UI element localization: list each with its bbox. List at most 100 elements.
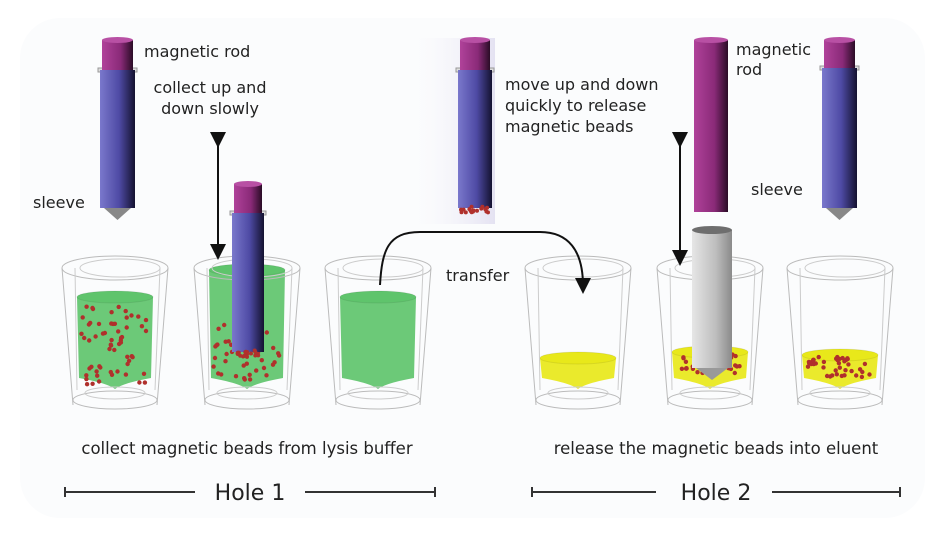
magnetic-rod <box>694 40 728 212</box>
magnetic-bead <box>95 373 100 378</box>
tube-base-outer <box>667 390 753 410</box>
magnetic-bead <box>112 347 117 353</box>
magnetic-bead <box>839 373 844 379</box>
magnetic-bead <box>212 355 218 361</box>
label-magnetic-rod: magnetic rod <box>144 42 250 61</box>
empty-sleeve <box>692 230 732 368</box>
magnetic-bead <box>118 340 124 345</box>
sleeve <box>822 68 857 208</box>
magnetic-bead <box>256 353 261 358</box>
label-transfer: transfer <box>446 266 510 285</box>
magnetic-bead <box>695 370 700 375</box>
magnetic-bead <box>109 310 114 315</box>
magnetic-bead <box>129 313 134 318</box>
magnetic-bead <box>276 351 281 356</box>
sleeve <box>458 70 492 208</box>
tube-base-inner <box>809 386 871 400</box>
magnetic-bead <box>143 317 149 323</box>
magnetic-bead <box>684 366 689 371</box>
magnetic-bead <box>264 330 269 335</box>
magnetic-bead <box>108 342 114 347</box>
magnetic-bead <box>211 364 216 369</box>
hole-2-bracket: Hole 2 <box>531 481 901 506</box>
label-collect-line2: down slowly <box>161 99 259 118</box>
label-sleeve: sleeve <box>33 193 85 212</box>
label-magnetic-rod-2-line1: magnetic <box>736 40 811 59</box>
tube-inner-wall <box>206 267 293 391</box>
magnetic-rod-top <box>460 37 490 43</box>
magnetic-bead <box>137 380 142 385</box>
magnetic-bead <box>96 379 102 384</box>
magnetic-bead <box>247 372 252 377</box>
magnetic-bead <box>216 326 221 331</box>
tube-outer-wall <box>656 267 764 406</box>
magnetic-bead <box>109 337 114 343</box>
magnetic-bead <box>243 350 248 355</box>
magnetic-rod-alone <box>692 37 732 380</box>
magnetic-bead <box>468 209 473 213</box>
tube-1 <box>61 255 169 410</box>
magnetic-bead <box>97 364 102 369</box>
magnetic-bead <box>213 344 218 349</box>
magnetic-bead <box>84 382 90 387</box>
magnetic-bead <box>254 368 259 373</box>
hole-1-label: Hole 1 <box>215 481 286 506</box>
magnetic-bead <box>233 374 239 379</box>
magnetic-bead <box>84 304 89 309</box>
magnetic-bead <box>480 204 485 209</box>
tube-base-outer <box>72 390 158 410</box>
rod-with-sleeve-1 <box>97 37 138 220</box>
magnetic-bead <box>84 376 89 382</box>
magnetic-bead <box>116 304 121 310</box>
sleeve-tip <box>696 368 728 380</box>
magnetic-bead <box>115 369 120 374</box>
magnetic-bead <box>816 354 821 360</box>
caption-release: release the magnetic beads into eluent <box>554 439 879 458</box>
magnetic-bead <box>271 345 276 351</box>
empty-sleeve-opening <box>692 226 732 234</box>
tube-outer-wall <box>524 267 632 406</box>
tube-outer-wall <box>61 267 169 406</box>
magnetic-rod <box>234 184 262 213</box>
sleeve-tip <box>104 208 131 220</box>
magnetic-bead <box>87 338 92 343</box>
magnetic-bead <box>110 321 116 327</box>
magnetic-bead <box>100 331 106 336</box>
liquid <box>340 297 416 389</box>
magnetic-bead <box>80 315 85 320</box>
magnetic-bead <box>96 321 102 327</box>
tube-inner-wall <box>537 267 624 391</box>
tube-rim-outer <box>324 255 432 281</box>
liquid-surface <box>76 290 154 304</box>
magnetic-bead <box>475 208 479 213</box>
magnetic-bead <box>124 325 129 330</box>
magnetic-rod-top <box>234 181 262 187</box>
magnetic-bead <box>222 322 227 328</box>
magnetic-bead <box>90 305 95 311</box>
magnetic-bead <box>270 362 276 367</box>
magnetic-bead <box>224 351 229 357</box>
transfer-arrow <box>379 231 591 294</box>
magnetic-bead <box>862 361 868 367</box>
magnetic-bead <box>833 368 838 373</box>
magnetic-bead <box>821 359 827 365</box>
magnetic-bead <box>245 354 249 359</box>
magnetic-bead <box>139 324 145 329</box>
magnetic-bead <box>143 328 149 334</box>
rod-with-sleeve-in-tube <box>229 181 267 359</box>
magnetic-bead <box>247 377 253 382</box>
magnetic-bead <box>90 381 95 386</box>
tube-4 <box>524 255 632 410</box>
magnetic-bead <box>125 354 130 359</box>
sleeve <box>232 213 264 352</box>
tube-outer-wall <box>786 267 894 406</box>
magnetic-bead <box>683 359 689 364</box>
tube-inner-wall <box>669 267 756 391</box>
magnetic-bead <box>94 369 99 374</box>
tube-outer-wall <box>193 267 301 406</box>
tube-3 <box>324 255 432 410</box>
magnetic-bead <box>124 315 129 320</box>
tube-base-outer <box>535 390 621 410</box>
magnetic-bead <box>859 374 865 380</box>
magnetic-bead <box>242 377 247 382</box>
